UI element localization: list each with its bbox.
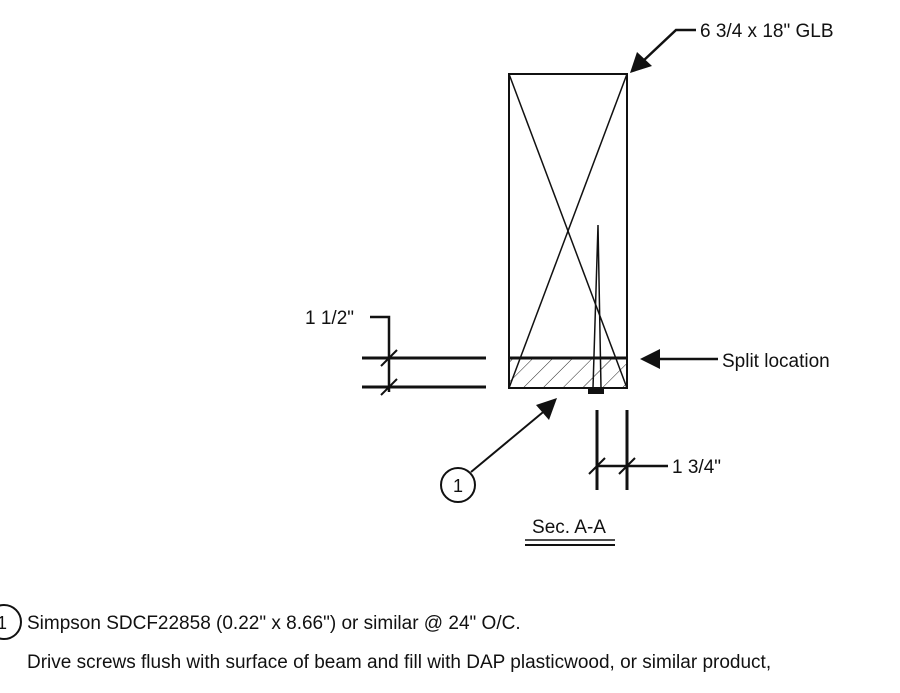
dim-bottom-label: 1 3/4"	[672, 457, 721, 478]
callout-leader	[440, 398, 557, 503]
note-line-2: Drive screws flush with surface of beam …	[27, 652, 771, 673]
note-callout-circle	[0, 604, 22, 640]
beam-section	[508, 73, 628, 389]
beam-label-leader	[630, 28, 696, 73]
note-callout-number: 1	[0, 613, 7, 633]
beam-label: 6 3/4 x 18" GLB	[700, 21, 834, 42]
screw	[588, 224, 604, 394]
split-location-arrow	[640, 349, 718, 369]
bottom-dimension	[588, 410, 668, 490]
note-line-1: Simpson SDCF22858 (0.22" x 8.66") or sim…	[27, 613, 521, 634]
left-dimension	[362, 315, 486, 396]
section-title: Sec. A-A	[532, 517, 606, 538]
split-location-label: Split location	[722, 351, 830, 372]
dim-left-label: 1 1/2"	[305, 308, 354, 329]
callout-number: 1	[453, 476, 463, 496]
